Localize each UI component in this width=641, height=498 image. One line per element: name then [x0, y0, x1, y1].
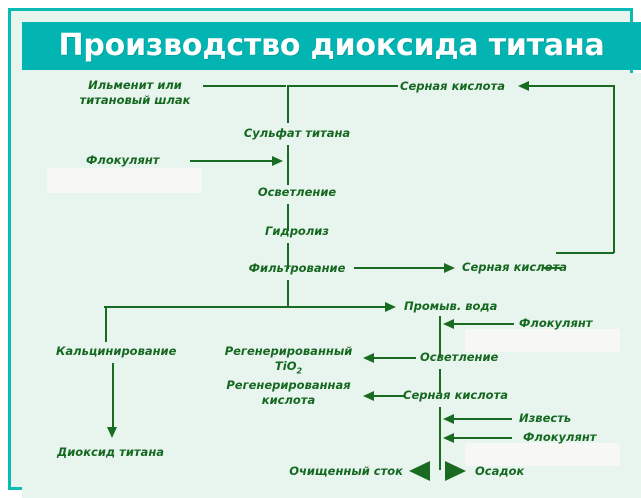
title-bar: Производство диоксида титана: [22, 22, 641, 70]
node-regen-tio2-subscript: 2: [296, 366, 303, 376]
arrow-lime-into-column: [443, 414, 454, 424]
node-regen-tio2-line1: Регенерированный: [224, 344, 353, 358]
edge-flocculant-right: [454, 323, 514, 325]
spine-ilmenite-to-sulfate: [287, 85, 289, 123]
node-clarification-1: Осветление: [257, 185, 337, 199]
spine-filtration-to-bar: [287, 280, 289, 307]
arrow-flocculant-right-into-column: [443, 319, 454, 329]
node-titanium-dioxide: Диоксид титана: [57, 445, 165, 459]
blank-patch-right-upper: [465, 329, 620, 352]
arrow-into-clean-effluent: [409, 461, 430, 481]
node-sulfuric-acid-top: Серная кислота: [400, 79, 505, 93]
node-calcination: Кальцинирование: [56, 344, 177, 358]
flow-diagram-canvas: Ильменит или титановый шлак Серная кисло…: [22, 73, 641, 498]
node-regen-acid: Регенерированная кислота: [216, 378, 361, 408]
arrow-into-wash-water: [385, 302, 396, 312]
edge-flocculant-left: [190, 160, 274, 162]
node-sulfuric-acid-low: Серная кислота: [403, 388, 508, 402]
node-flocculant-bottom: Флокулянт: [523, 430, 597, 444]
edge-calcination-to-tio2: [112, 363, 114, 429]
arrow-into-titanium-dioxide: [107, 427, 117, 438]
arrow-into-sludge: [445, 461, 466, 481]
edge-filtration-to-acid-mid: [354, 267, 446, 269]
edge-acid-low-to-regen-acid: [374, 395, 404, 397]
edge-return-top: [522, 85, 614, 87]
node-clean-effluent: Очищенный сток: [289, 464, 403, 478]
blank-patch-left: [47, 168, 202, 193]
edge-ilmenite-to-spine: [203, 85, 286, 87]
node-regen-acid-line1: Регенерированная: [226, 378, 351, 392]
node-regen-tio2-formula: TiO: [274, 359, 297, 373]
node-sludge: Осадок: [475, 464, 525, 478]
node-sulfuric-acid-mid: Серная кислота: [462, 260, 567, 274]
node-ilmenite-line2: титановый шлак: [79, 93, 191, 107]
arrow-into-acid-mid: [444, 263, 455, 273]
node-ilmenite: Ильменит или титановый шлак: [70, 78, 200, 108]
arrow-flocculant-bottom-into-column: [443, 433, 454, 443]
column-effluent: [439, 407, 441, 470]
node-wash-water: Промыв. вода: [404, 299, 498, 313]
arrow-into-acid-top: [518, 81, 529, 91]
node-ilmenite-line1: Ильменит или: [88, 78, 182, 92]
page-title: Производство диоксида титана: [58, 28, 605, 63]
node-filtration: Фильтрование: [248, 261, 346, 275]
diagram-frame: Производство диоксида титана Ильменит ил…: [8, 8, 641, 498]
node-regen-acid-line2: кислота: [261, 393, 316, 407]
edge-acid-mid-to-return: [543, 267, 561, 269]
node-hydrolysis: Гидролиз: [265, 224, 329, 238]
node-flocculant-left: Флокулянт: [86, 153, 160, 167]
edge-distribution-bar: [104, 306, 387, 308]
arrow-flocculant-left-to-spine: [272, 156, 283, 166]
edge-return-vertical: [613, 85, 615, 253]
edge-acid-top-to-spine: [288, 85, 398, 87]
edge-lime: [454, 418, 512, 420]
edge-bar-down-to-calcination: [105, 306, 107, 342]
node-regen-tio2: Регенерированный TiO2: [216, 344, 361, 378]
column-clarification2-down: [439, 369, 441, 394]
spine-clarification-to-hydrolysis: [287, 204, 289, 231]
column-wash-water: [439, 316, 441, 357]
blank-patch-right-lower: [465, 443, 620, 466]
arrow-into-regen-acid: [363, 391, 374, 401]
node-lime: Известь: [519, 411, 572, 425]
node-ti-sulfate: Сульфат титана: [243, 126, 351, 140]
edge-clarification2-to-regen-tio2: [374, 357, 416, 359]
node-clarification-2: Осветление: [420, 350, 499, 364]
edge-flocculant-bottom: [454, 437, 512, 439]
node-flocculant-right: Флокулянт: [519, 316, 593, 330]
edge-return-bottom: [556, 252, 614, 254]
spine-hydrolysis-to-filtration: [287, 243, 289, 269]
arrow-into-regen-tio2: [363, 353, 374, 363]
spine-sulfate-to-clarification: [287, 145, 289, 185]
